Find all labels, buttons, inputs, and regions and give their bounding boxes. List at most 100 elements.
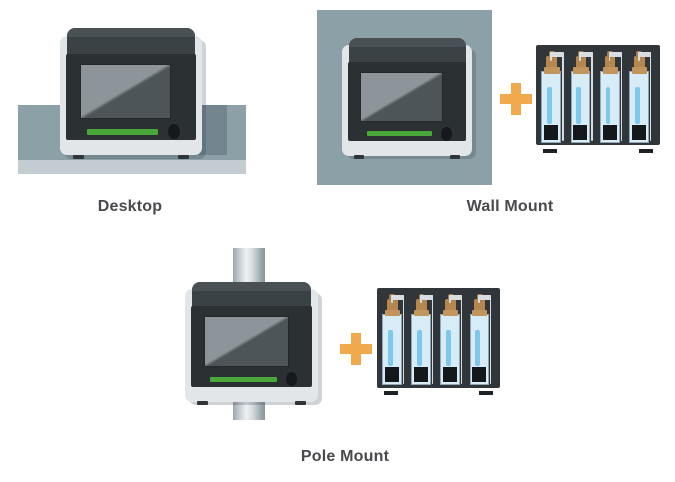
bottle-cap-icon <box>416 298 427 317</box>
reagent-bottle <box>440 313 461 386</box>
bottle-base-block <box>544 124 559 141</box>
bottle-cap-shoulder <box>573 67 589 74</box>
device-foot-right <box>177 155 190 160</box>
reagent-tube-elbow <box>420 295 434 300</box>
bottle-cap-icon <box>546 55 557 74</box>
device-foot-left <box>196 401 208 406</box>
reagent-bottle <box>541 70 562 144</box>
device-hood-highlight <box>348 38 466 47</box>
reagent-tube-elbow <box>391 295 405 300</box>
bottle-cap-icon <box>575 55 587 74</box>
status-bar-indicator <box>366 131 432 137</box>
reagent-bottle <box>382 313 402 386</box>
option-caption-wall-mount: Wall Mount <box>466 198 554 215</box>
rack-foot-right <box>638 148 653 153</box>
reagent-tube-downcomer <box>591 52 593 142</box>
bottle-cap-shoulder <box>602 67 619 74</box>
reagent-bottle-slot[interactable] <box>381 293 408 386</box>
option-desktop[interactable]: Desktop <box>0 0 260 225</box>
plus-icon-bar-vertical <box>350 333 362 365</box>
reagent-tube-elbow <box>638 52 652 57</box>
option-pole-mount[interactable]: Pole Mount <box>165 240 525 482</box>
option-caption-desktop: Desktop <box>97 198 163 215</box>
rack-foot-left <box>384 390 398 395</box>
display-screen[interactable] <box>360 71 444 122</box>
bottle-cap-icon <box>445 298 456 317</box>
bottle-base-block <box>472 366 486 383</box>
reagent-tube-elbow <box>608 52 622 57</box>
reagent-liquid-highlight <box>576 87 581 124</box>
reagent-tube-downcomer <box>649 52 652 142</box>
reagent-bottle-slot[interactable] <box>540 50 567 144</box>
reagent-liquid-highlight <box>605 87 611 124</box>
reagent-bottle-slot[interactable] <box>410 293 437 386</box>
reagent-tube-downcomer <box>489 295 492 384</box>
reagent-tube-downcomer <box>431 295 434 384</box>
reagent-tube-elbow <box>449 295 463 300</box>
reagent-bottle-slot[interactable] <box>599 50 626 144</box>
device-foot-right <box>449 155 461 160</box>
plus-icon <box>340 333 372 365</box>
bottle-base-block <box>414 366 428 383</box>
bottle-cap-icon <box>387 298 398 317</box>
reagent-tube-downcomer <box>620 52 623 142</box>
reagent-bottle <box>411 313 432 386</box>
reagent-bottle-rack-pole[interactable] <box>377 288 500 395</box>
bottle-base-block <box>573 124 588 141</box>
rack-foot-right <box>479 390 493 395</box>
rack-bottle-area <box>540 50 655 144</box>
reagent-tube-elbow <box>579 52 593 57</box>
desk-front-edge <box>18 160 246 174</box>
reagent-tube-downcomer <box>562 52 564 142</box>
status-bar-indicator <box>210 376 277 383</box>
option-caption-pole-mount: Pole Mount <box>300 448 390 465</box>
bottle-base-block <box>602 124 617 141</box>
bottle-cap-shoulder <box>414 309 430 317</box>
display-screen[interactable] <box>203 316 289 368</box>
bottle-cap-shoulder <box>632 67 648 74</box>
bottle-cap-icon <box>634 55 645 74</box>
device-foot-left <box>72 155 85 160</box>
bottle-cap-shoulder <box>472 309 488 317</box>
bottle-cap-icon <box>604 55 616 74</box>
reagent-liquid-highlight <box>547 87 552 124</box>
reagent-bottle <box>600 70 620 144</box>
power-knob-icon[interactable] <box>286 372 298 387</box>
bottle-base-block <box>632 124 646 141</box>
analyzer-unit-pole[interactable] <box>185 282 322 406</box>
reagent-bottle-slot[interactable] <box>439 293 466 386</box>
device-hood-highlight <box>191 282 312 291</box>
display-screen[interactable] <box>79 64 171 119</box>
reagent-liquid-highlight <box>416 329 422 367</box>
status-bar-indicator <box>86 128 158 135</box>
reagent-liquid-highlight <box>475 329 480 367</box>
bottle-base-block <box>443 366 457 383</box>
analyzer-unit-wall[interactable] <box>342 38 476 160</box>
reagent-bottle-rack-wall[interactable] <box>536 45 660 153</box>
reagent-bottle <box>570 70 591 144</box>
reagent-liquid-highlight <box>634 87 640 124</box>
reagent-tube-downcomer <box>402 295 405 384</box>
reagent-tube-elbow <box>478 295 492 300</box>
bottle-cap-shoulder <box>544 67 560 74</box>
power-knob-icon[interactable] <box>440 126 452 141</box>
bottle-base-block <box>385 366 399 383</box>
power-knob-icon[interactable] <box>167 124 180 140</box>
device-foot-left <box>353 155 365 160</box>
reagent-tube-elbow <box>550 52 564 57</box>
reagent-bottle-slot[interactable] <box>468 293 495 386</box>
option-wall-mount[interactable]: Wall Mount <box>300 0 675 225</box>
reagent-bottle <box>629 70 650 144</box>
bottle-cap-shoulder <box>385 309 401 317</box>
bottle-cap-icon <box>474 298 485 317</box>
rack-bottle-area <box>381 293 495 386</box>
reagent-liquid-highlight <box>446 329 451 367</box>
reagent-bottle-slot[interactable] <box>570 50 597 144</box>
device-hood-highlight <box>67 28 195 38</box>
plus-icon <box>500 83 532 115</box>
rack-foot-left <box>543 148 558 153</box>
reagent-tube-downcomer <box>460 295 463 384</box>
reagent-bottle-slot[interactable] <box>628 50 655 144</box>
analyzer-unit-desktop[interactable] <box>60 28 207 160</box>
